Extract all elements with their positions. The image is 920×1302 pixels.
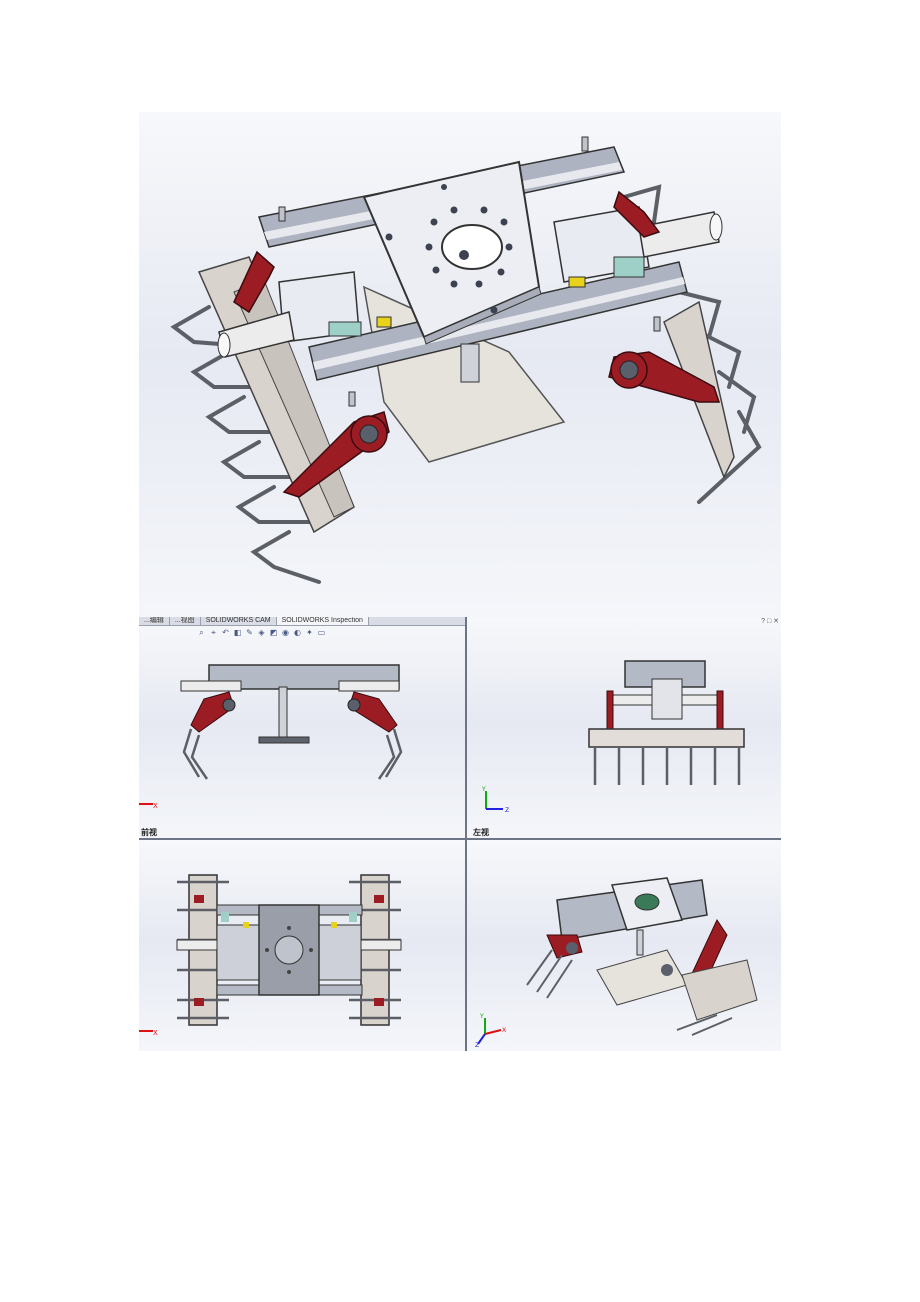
zoom-fit-icon[interactable]: ⌕: [199, 627, 204, 637]
coordinate-triad-icon: Y X Z: [475, 1013, 506, 1048]
tab-edit[interactable]: ...编辑: [139, 617, 170, 625]
section-view-icon[interactable]: ◧: [233, 627, 242, 637]
coordinate-triad-icon: X: [139, 1029, 158, 1036]
svg-text:X: X: [502, 1027, 506, 1034]
apply-scene-icon[interactable]: ✦: [306, 627, 313, 637]
zoom-area-icon[interactable]: ⌖: [211, 627, 216, 637]
left-viewport[interactable]: ? □ ✕ Y Z 左视: [467, 617, 781, 838]
svg-text:Z: Z: [475, 1042, 479, 1048]
viewport-label-front: 前视: [141, 828, 157, 837]
tab-solidworks-inspection[interactable]: SOLIDWORKS Inspection: [276, 617, 369, 625]
view-orientation-icon[interactable]: ◈: [258, 627, 265, 637]
svg-text:X: X: [153, 1029, 158, 1036]
gripper-model-top: [176, 874, 402, 1026]
tab-solidworks-cam[interactable]: SOLIDWORKS CAM: [201, 617, 277, 625]
help-button[interactable]: ?: [761, 618, 765, 625]
close-button[interactable]: ✕: [773, 618, 779, 625]
viewport-divider-horizontal[interactable]: [139, 838, 781, 840]
isometric-viewport[interactable]: Y X Z: [467, 840, 781, 1051]
viewport-divider-vertical[interactable]: [465, 617, 467, 1051]
gripper-model-isometric: [170, 136, 762, 584]
view-settings-icon[interactable]: ▭: [317, 627, 326, 637]
previous-view-icon[interactable]: ↶: [222, 627, 229, 637]
svg-text:X: X: [153, 802, 158, 809]
svg-text:Y: Y: [479, 1013, 484, 1020]
display-style-icon[interactable]: ◩: [269, 627, 278, 637]
hide-show-icon[interactable]: ◉: [282, 627, 289, 637]
coordinate-triad-icon: Y Z: [481, 786, 509, 813]
coordinate-triad-icon: X: [139, 802, 158, 809]
window-controls: ? □ ✕: [761, 617, 779, 625]
dynamic-annotation-icon[interactable]: ✎: [246, 627, 253, 637]
gripper-model-isometric-small: [526, 877, 758, 1036]
edit-appearance-icon[interactable]: ◐: [294, 627, 301, 637]
gripper-model-left: [588, 660, 745, 785]
tab-view[interactable]: ...视图: [170, 617, 201, 625]
heads-up-view-toolbar: ⌕ ⌖ ↶ ◧ ✎ ◈ ◩ ◉ ◐ ✦ ▭: [197, 625, 326, 639]
restore-button[interactable]: □: [766, 618, 772, 625]
gripper-model-front: [180, 664, 403, 780]
viewport-label-left: 左视: [473, 828, 489, 837]
svg-text:Z: Z: [505, 807, 509, 813]
main-isometric-viewport[interactable]: [139, 112, 781, 617]
svg-text:Y: Y: [481, 786, 486, 793]
top-viewport[interactable]: X: [139, 840, 465, 1051]
